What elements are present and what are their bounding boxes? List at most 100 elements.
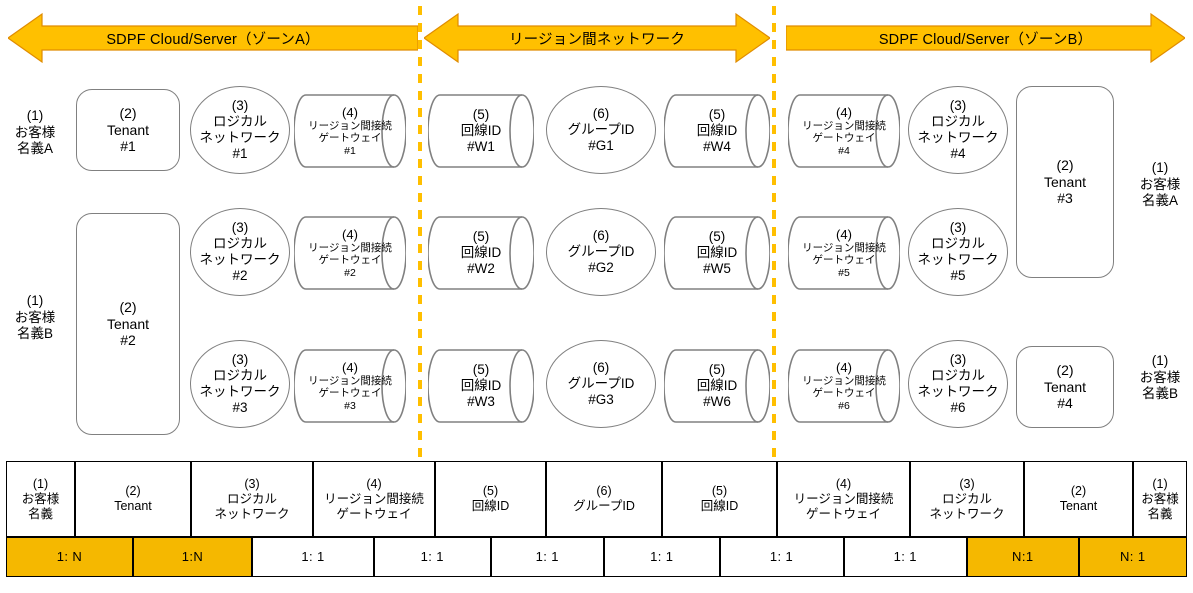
node-num: (2)	[119, 299, 137, 316]
node-logical-network-2[interactable]: (3) ロジカル ネットワーク #2	[190, 208, 290, 296]
legend-header-line1: ロジカル	[226, 491, 277, 506]
node-num: (3)	[231, 352, 249, 368]
legend-header-line1: ロジカル	[941, 491, 992, 506]
node-num: (4)	[836, 359, 852, 375]
legend-header-line1: 回線ID	[471, 499, 510, 513]
band-inter-region: リージョン間ネットワーク	[424, 12, 770, 64]
node-circuit-w6[interactable]: (5) 回線ID #W6	[664, 348, 770, 424]
node-name: グループID	[567, 376, 635, 392]
band-zone-b: SDPF Cloud/Server（ゾーンB）	[786, 12, 1185, 64]
legend-header-num: (4)	[835, 476, 852, 491]
legend-ratio-cell: 1: 1	[843, 537, 967, 577]
node-id: #W4	[703, 138, 731, 154]
node-logical-network-5[interactable]: (3) ロジカル ネットワーク #5	[908, 208, 1008, 296]
node-id: #W2	[467, 260, 495, 276]
node-circuit-w1[interactable]: (5) 回線ID #W1	[428, 93, 534, 169]
legend-header-num: (3)	[244, 476, 260, 491]
zone-divider-left	[418, 6, 422, 458]
legend-header-num: (5)	[482, 484, 499, 498]
legend-header-line1: お客様	[21, 491, 60, 506]
node-name: Tenant	[106, 121, 150, 138]
node-logical-network-1[interactable]: (3) ロジカル ネットワーク #1	[190, 86, 290, 174]
node-circuit-w2[interactable]: (5) 回線ID #W2	[428, 215, 534, 291]
node-num: (4)	[342, 104, 358, 120]
node-line1: ロジカル	[213, 368, 267, 384]
node-line1: リージョン間接続	[802, 120, 886, 133]
node-logical-network-4[interactable]: (3) ロジカル ネットワーク #4	[908, 86, 1008, 174]
node-group-g2[interactable]: (6) グループID #G2	[546, 208, 656, 296]
node-gateway-4[interactable]: (4) リージョン間接続 ゲートウェイ #4	[788, 93, 900, 169]
node-group-g1[interactable]: (6) グループID #G1	[546, 86, 656, 174]
legend-header-line2: 名義	[27, 506, 53, 521]
node-gateway-5[interactable]: (4) リージョン間接続 ゲートウェイ #5	[788, 215, 900, 291]
node-tenant-1[interactable]: (2) Tenant #1	[76, 89, 180, 171]
node-id: #4	[950, 145, 966, 161]
node-num: (3)	[949, 98, 967, 114]
node-gateway-6[interactable]: (4) リージョン間接続 ゲートウェイ #6	[788, 348, 900, 424]
node-name: 回線ID	[696, 378, 738, 394]
node-line2: ゲートウェイ	[812, 254, 876, 267]
legend-ratio-cell: 1: 1	[490, 537, 604, 577]
node-line1: ロジカル	[931, 236, 985, 252]
node-num: (5)	[472, 362, 490, 378]
label-num: (1)	[1151, 353, 1169, 369]
legend-header-cell: (2)Tenant	[1024, 461, 1133, 537]
legend-header-cell: (4)リージョン間接続ゲートウェイ	[777, 461, 910, 537]
node-id: #G2	[588, 259, 614, 275]
node-line1: ロジカル	[931, 368, 985, 384]
legend-header-num: (5)	[711, 484, 728, 498]
node-id: #3	[1057, 190, 1073, 207]
legend-header-num: (4)	[366, 476, 382, 491]
right-label-customer-b: (1) お客様 名義B	[1129, 345, 1191, 411]
node-id: #G1	[588, 137, 614, 153]
node-id: #6	[950, 399, 966, 415]
node-logical-network-3[interactable]: (3) ロジカル ネットワーク #3	[190, 340, 290, 428]
node-line1: リージョン間接続	[308, 375, 392, 388]
label-line2: 名義A	[16, 141, 53, 157]
node-id: #1	[120, 138, 136, 155]
node-line2: ネットワーク	[199, 252, 281, 267]
node-id: #W5	[703, 260, 731, 276]
node-line2: ネットワーク	[199, 384, 281, 399]
node-id: #W6	[703, 393, 731, 409]
node-id: #1	[344, 144, 356, 157]
right-label-customer-a: (1) お客様 名義A	[1129, 152, 1191, 218]
label-num: (1)	[26, 108, 44, 124]
node-line2: ゲートウェイ	[812, 132, 876, 145]
node-gateway-3[interactable]: (4) リージョン間接続 ゲートウェイ #3	[294, 348, 406, 424]
node-id: #5	[838, 266, 850, 279]
legend-ratio-cell: 1: 1	[719, 537, 844, 577]
relationship-legend-table: (1)お客様名義(2)Tenant(3)ロジカルネットワーク(4)リージョン間接…	[6, 461, 1187, 583]
node-circuit-w3[interactable]: (5) 回線ID #W3	[428, 348, 534, 424]
left-label-customer-b: (1) お客様 名義B	[4, 285, 66, 351]
node-num: (2)	[1056, 157, 1074, 174]
node-gateway-1[interactable]: (4) リージョン間接続 ゲートウェイ #1	[294, 93, 406, 169]
node-logical-network-6[interactable]: (3) ロジカル ネットワーク #6	[908, 340, 1008, 428]
node-tenant-4[interactable]: (2) Tenant #4	[1016, 346, 1114, 428]
node-num: (4)	[342, 359, 358, 375]
node-name: Tenant	[1043, 173, 1087, 190]
node-circuit-w5[interactable]: (5) 回線ID #W5	[664, 215, 770, 291]
node-id: #3	[232, 399, 248, 415]
node-line1: ロジカル	[931, 114, 985, 130]
node-tenant-3[interactable]: (2) Tenant #3	[1016, 86, 1114, 278]
node-num: (3)	[231, 98, 249, 114]
legend-header-cell: (1)お客様名義	[1133, 461, 1187, 537]
legend-header-num: (1)	[1152, 476, 1168, 491]
node-group-g3[interactable]: (6) グループID #G3	[546, 340, 656, 428]
node-num: (3)	[949, 220, 967, 236]
legend-header-num: (6)	[596, 484, 612, 498]
node-tenant-2[interactable]: (2) Tenant #2	[76, 213, 180, 435]
node-line2: ネットワーク	[917, 384, 999, 399]
node-id: #6	[838, 399, 850, 412]
legend-header-cell: (5)回線ID	[435, 461, 546, 537]
node-name: 回線ID	[460, 378, 502, 394]
node-name: Tenant	[106, 315, 150, 332]
node-num: (3)	[949, 352, 967, 368]
legend-header-num: (3)	[959, 476, 975, 491]
node-gateway-2[interactable]: (4) リージョン間接続 ゲートウェイ #2	[294, 215, 406, 291]
left-label-customer-a: (1) お客様 名義A	[4, 100, 66, 166]
node-circuit-w4[interactable]: (5) 回線ID #W4	[664, 93, 770, 169]
legend-ratio-cell: N: 1	[1078, 537, 1187, 577]
